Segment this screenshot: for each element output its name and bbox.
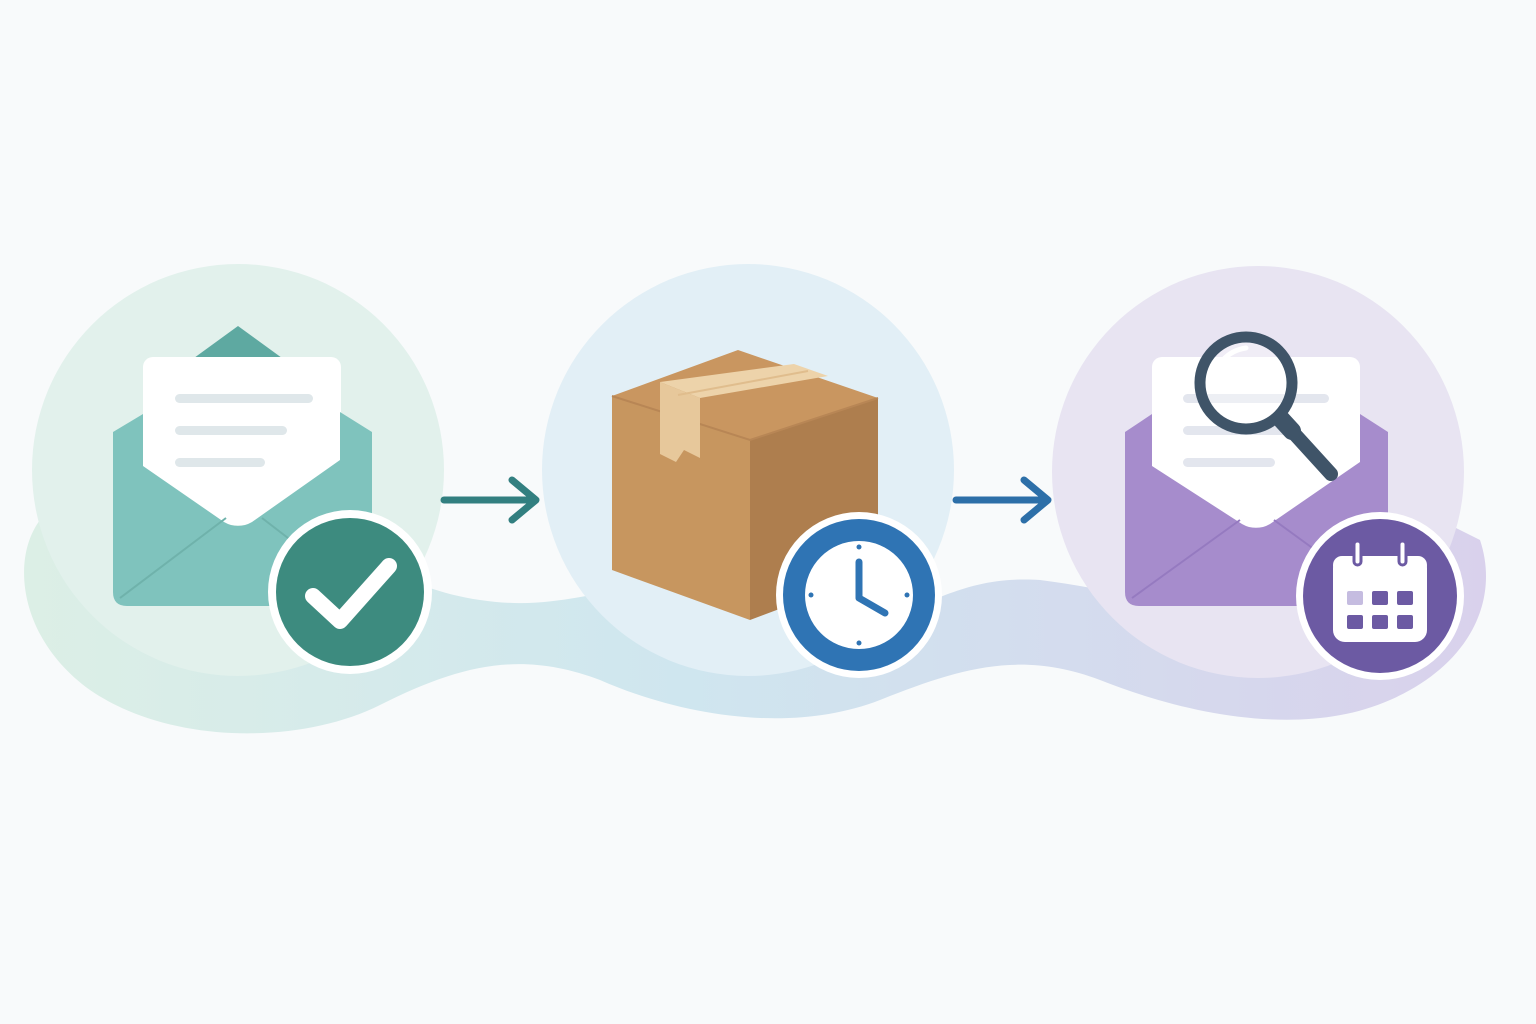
calendar-icon xyxy=(1296,512,1464,680)
arrow-right-icon xyxy=(440,476,540,524)
magnifying-glass-icon xyxy=(1194,331,1338,481)
step-1-email-confirmed xyxy=(32,264,444,676)
step-3-email-review-schedule xyxy=(1052,266,1464,680)
step-2-package-pending xyxy=(542,264,954,678)
arrow-right-icon xyxy=(952,476,1052,524)
clock-icon xyxy=(776,512,942,678)
checkmark-icon xyxy=(268,510,432,674)
